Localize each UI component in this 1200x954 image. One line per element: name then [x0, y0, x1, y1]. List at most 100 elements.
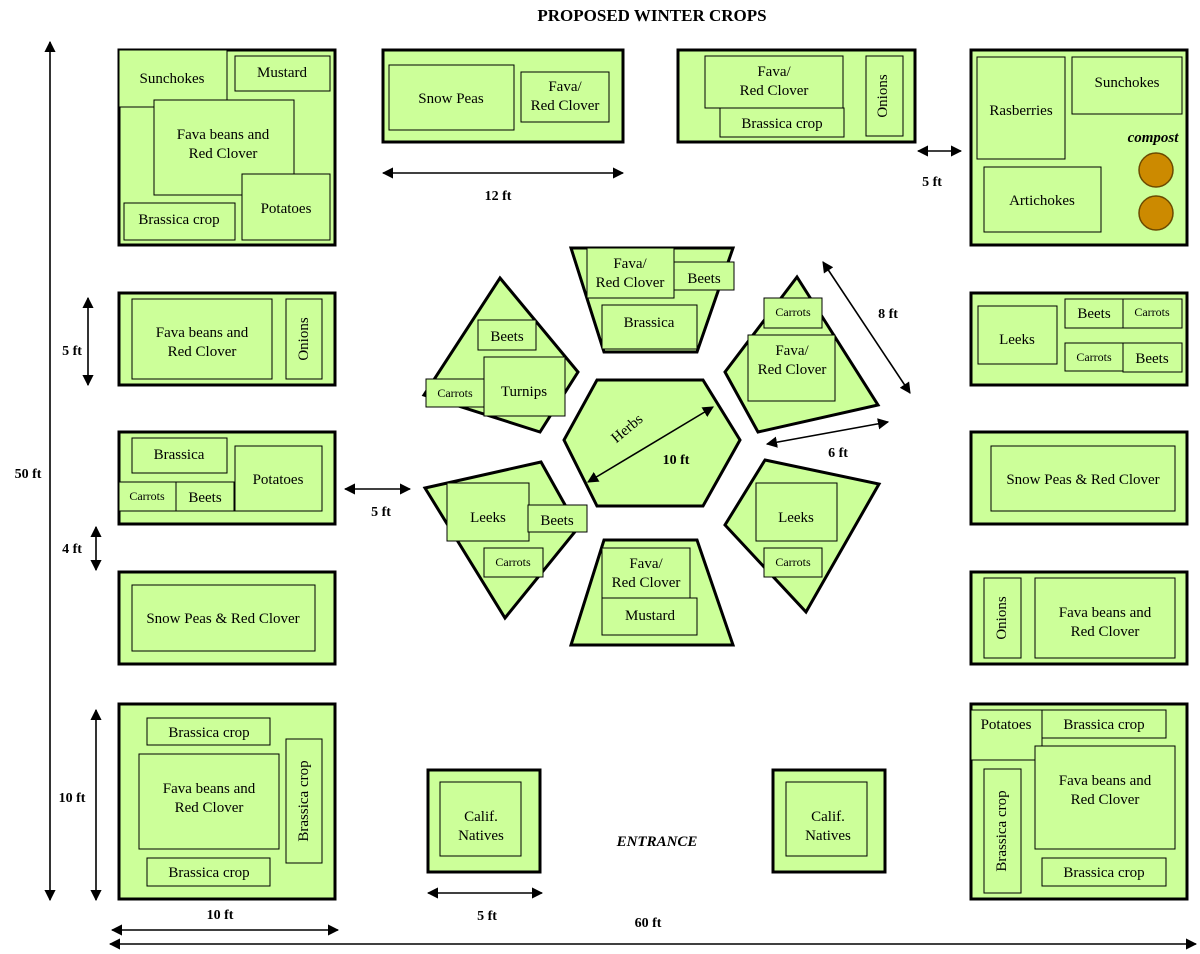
- bed-top-2: Fava/ Red Clover Brassica crop Onions: [676, 48, 917, 144]
- bed-right-1: Rasberries Sunchokes Artichokes compost: [969, 48, 1189, 247]
- label-red-clover: Red Clover: [189, 146, 258, 162]
- dim-5ft-top: 5 ft: [922, 175, 942, 190]
- bed-triangle-upper-right: Carrots Fava/ Red Clover: [723, 274, 881, 434]
- dim-5ft-left: 5 ft: [62, 344, 82, 359]
- label-fava: Fava beans and: [163, 781, 256, 797]
- label-potatoes: Potatoes: [981, 717, 1032, 733]
- label-sunchokes: Sunchokes: [1095, 75, 1160, 91]
- plot-brassica: [123, 202, 236, 241]
- arrow-6ft: [765, 418, 890, 448]
- label-brassica-bottom: Brassica crop: [168, 865, 249, 881]
- dim-8ft: 8 ft: [878, 307, 898, 322]
- label-red-clover: Red Clover: [740, 83, 809, 99]
- label-onions: Onions: [875, 74, 891, 118]
- label-beets: Beets: [1077, 306, 1110, 322]
- bed-right-2: Leeks Beets Carrots Carrots Beets: [969, 291, 1189, 387]
- label-mustard: Mustard: [257, 65, 307, 81]
- label-brassica: Brassica: [624, 315, 675, 331]
- entrance-label: ENTRANCE: [616, 834, 698, 850]
- compost-bin-2: [1138, 195, 1174, 231]
- bed-trapezoid-top: Fava/ Red Clover Beets Brassica: [568, 246, 736, 354]
- compost-bin-1: [1138, 152, 1174, 188]
- label-potatoes: Potatoes: [261, 201, 312, 217]
- dim-4ft: 4 ft: [62, 542, 82, 557]
- label-sunchokes: Sunchokes: [140, 71, 205, 87]
- bed-right-3: Snow Peas & Red Clover: [969, 430, 1189, 526]
- label-snow-peas-clover: Snow Peas & Red Clover: [146, 611, 299, 627]
- label-fava: Fava beans and: [156, 325, 249, 341]
- label-fava: Fava/: [629, 556, 663, 572]
- bed-top-1: Snow Peas Fava/ Red Clover: [381, 48, 625, 144]
- label-carrots: Carrots: [775, 555, 811, 569]
- label-fava: Fava/: [548, 79, 582, 95]
- label-red-clover: Red Clover: [168, 344, 237, 360]
- plot-sunchokes: [118, 49, 228, 108]
- bed-calif-natives-right: Calif. Natives: [771, 768, 887, 874]
- label-brassica: Brassica crop: [138, 212, 219, 228]
- label-beets: Beets: [188, 490, 221, 506]
- label-natives: Natives: [458, 828, 504, 844]
- label-brassica: Brassica crop: [741, 116, 822, 132]
- label-beets: Beets: [540, 513, 573, 529]
- label-fava: Fava beans and: [1059, 605, 1152, 621]
- label-brassica-bottom: Brassica crop: [1063, 865, 1144, 881]
- label-brassica-top: Brassica crop: [1063, 717, 1144, 733]
- label-brassica-side: Brassica crop: [296, 760, 312, 841]
- dim-10ft-bottom: 10 ft: [207, 908, 234, 923]
- label-natives: Natives: [805, 828, 851, 844]
- bed-triangle-upper-left: Beets Turnips Carrots: [421, 275, 580, 434]
- bed-right-4: Onions Fava beans and Red Clover: [969, 570, 1189, 666]
- label-potatoes: Potatoes: [253, 472, 304, 488]
- label-artichokes: Artichokes: [1009, 193, 1075, 209]
- label-compost: compost: [1128, 130, 1180, 146]
- dim-50ft: 50 ft: [15, 467, 42, 482]
- label-carrots: Carrots: [129, 489, 165, 503]
- bed-left-5: Brassica crop Fava beans and Red Clover …: [117, 702, 337, 901]
- dimension-arrows: [44, 40, 1198, 950]
- dim-5ft-mid: 5 ft: [371, 505, 391, 520]
- label-brassica: Brassica: [154, 447, 205, 463]
- dim-5ft-bottom: 5 ft: [477, 909, 497, 924]
- bed-left-1: Sunchokes Mustard Fava beans and Red Clo…: [117, 48, 337, 247]
- dim-60ft: 60 ft: [635, 916, 662, 931]
- bed-calif-natives-left: Calif. Natives: [426, 768, 542, 874]
- label-mustard: Mustard: [625, 608, 675, 624]
- dim-12ft: 12 ft: [485, 189, 512, 204]
- label-leeks: Leeks: [470, 510, 506, 526]
- bed-right-5: Potatoes Brassica crop Brassica crop Fav…: [969, 702, 1189, 901]
- dim-6ft: 6 ft: [828, 446, 848, 461]
- label-calif: Calif.: [464, 809, 498, 825]
- label-calif: Calif.: [811, 809, 845, 825]
- label-red-clover: Red Clover: [531, 98, 600, 114]
- bed-trapezoid-bottom: Fava/ Red Clover Mustard: [568, 538, 736, 647]
- label-carrots: Carrots: [1076, 350, 1112, 364]
- label-brassica-top: Brassica crop: [168, 725, 249, 741]
- dim-10ft-left: 10 ft: [59, 791, 86, 806]
- label-fava: Fava beans and: [177, 127, 270, 143]
- label-carrots: Carrots: [495, 555, 531, 569]
- plot-potatoes: [241, 173, 331, 241]
- arrow-10ft-hex: [587, 406, 714, 483]
- label-beets: Beets: [1135, 351, 1168, 367]
- label-carrots: Carrots: [437, 386, 473, 400]
- label-fava: Fava/: [613, 256, 647, 272]
- label-fava: Fava beans and: [1059, 773, 1152, 789]
- label-snow-peas-clover: Snow Peas & Red Clover: [1006, 472, 1159, 488]
- label-red-clover: Red Clover: [1071, 624, 1140, 640]
- label-leeks: Leeks: [778, 510, 814, 526]
- label-leeks: Leeks: [999, 332, 1035, 348]
- diagram-title: PROPOSED WINTER CROPS: [537, 6, 766, 25]
- label-red-clover: Red Clover: [175, 800, 244, 816]
- label-red-clover: Red Clover: [758, 362, 827, 378]
- label-snow-peas: Snow Peas: [418, 91, 484, 107]
- label-brassica-side: Brassica crop: [994, 790, 1010, 871]
- plot-mustard: [234, 55, 331, 92]
- label-red-clover: Red Clover: [1071, 792, 1140, 808]
- label-onions: Onions: [296, 317, 312, 361]
- label-beets: Beets: [687, 271, 720, 287]
- label-fava: Fava/: [775, 343, 809, 359]
- dim-10ft-hex: 10 ft: [663, 453, 690, 468]
- bed-left-3: Brassica Potatoes Carrots Beets: [117, 430, 337, 526]
- label-red-clover: Red Clover: [596, 275, 665, 291]
